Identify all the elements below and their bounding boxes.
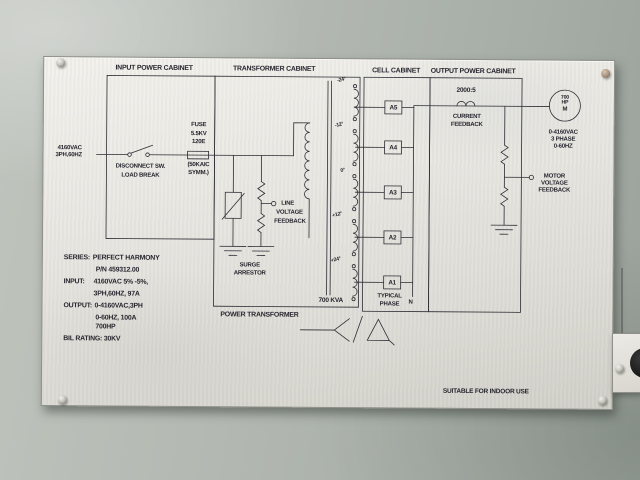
bil-rating: BIL RATING: 30KV [63, 335, 121, 343]
motor-m-glyph: M [562, 106, 568, 113]
line-fb-3: FEEDBACK [274, 218, 306, 225]
input-cabinet-box [105, 75, 216, 240]
typical-label: TYPICAL [377, 293, 402, 300]
series-value: PERFECT HARMONY [92, 254, 160, 262]
disconnect-label: DISCONNECT SW. [115, 163, 166, 170]
output-line-and-ct [413, 101, 550, 107]
fuse-rating-label: 120E [192, 139, 206, 146]
current-fb-1: CURRENT [452, 113, 481, 121]
fuse-label: FUSE [191, 122, 207, 129]
incoming-voltage-label: 4160VAC [57, 144, 82, 151]
ct-symbol [456, 101, 476, 107]
cell-a3-label: A3 [388, 188, 397, 196]
screw-head [57, 394, 67, 404]
output-cabinet-box [428, 77, 523, 313]
output-value: 0-4160VAC,3PH [94, 302, 143, 310]
line-fb-1: LINE [281, 200, 295, 207]
surge-label: SURGE [239, 262, 260, 269]
motor-fb-2: VOLTAGE [540, 179, 568, 187]
power-transformer-label: POWER TRANSFORMER [220, 311, 299, 319]
cell-a2-label: A2 [388, 233, 397, 241]
series-label: SERIES: [63, 254, 91, 262]
output-line2: 0-60HZ, 100A [95, 313, 137, 322]
fuse-symbol [187, 150, 209, 160]
input-cabinet-label: INPUT POWER CABINET [115, 64, 193, 73]
input-label: INPUT: [63, 278, 85, 286]
arrestor-label: ARRESTOR [233, 270, 266, 277]
ct-ratio-label: 2000:5 [456, 86, 476, 94]
disconnect-switch-symbol [96, 144, 294, 157]
motor-fb-3: FEEDBACK [538, 186, 571, 194]
motor-phase: 3 PHASE [550, 136, 576, 143]
fuse-symm-label: SYMM.) [188, 170, 209, 177]
cell-a1-label: A1 [388, 278, 397, 286]
surge-arrestor-symbol [219, 154, 247, 256]
wall-seam [621, 268, 623, 334]
motor-fb-1: MOTOR [543, 173, 566, 180]
side-label-plate [612, 333, 640, 393]
motor-voltage-range: 0-4160VAC [548, 129, 578, 136]
primary-winding [293, 122, 311, 239]
cell-a5-label: A5 [389, 103, 398, 111]
fuse-kv-label: 5.5KV [190, 130, 207, 137]
current-fb-2: FEEDBACK [450, 121, 483, 128]
diagram-placard: INPUT POWER CABINET TRANSFORMER CABINET … [40, 56, 616, 410]
screw-head [614, 363, 624, 373]
secondary-windings [351, 84, 386, 302]
screw-head [600, 68, 610, 78]
indoor-use-label: SUITABLE FOR INDOOR USE [442, 387, 529, 396]
cell-output-bus [400, 105, 415, 297]
phase-label: PHASE [379, 300, 400, 307]
kva-label: 700 KVA [318, 296, 344, 305]
wye-delta-symbol [299, 315, 395, 346]
screw-head [55, 57, 65, 67]
input-value: 4160VAC 5% -5%, [93, 278, 149, 286]
line-fb-2: VOLTAGE [276, 209, 303, 216]
cabinet-boxes [105, 75, 523, 313]
transformer-core [326, 80, 332, 296]
cell-cabinet-label: CELL CABINET [372, 66, 421, 75]
output-cabinet-label: OUTPUT POWER CABINET [430, 67, 516, 75]
incoming-phase-label: 3PH,60HZ [55, 151, 82, 158]
neutral-label: N [408, 299, 413, 306]
black-knob [630, 348, 640, 378]
load-break-label: LOAD BREAK [121, 172, 160, 179]
output-line3: 700HP [95, 323, 116, 331]
motor-hp-unit: HP [561, 99, 569, 106]
transformer-cabinet-label: TRANSFORMER CABINET [232, 65, 316, 73]
motor-hz: 0-60HZ [553, 143, 573, 150]
part-number: P/N 459312.00 [95, 265, 140, 274]
screw-head [597, 395, 607, 405]
motor-symbol [548, 89, 581, 122]
line-voltage-divider [247, 155, 277, 256]
phase-shift-label: 0° [339, 167, 346, 175]
motor-voltage-divider [490, 105, 534, 235]
fuse-kaic-label: (50KAIC [187, 161, 210, 168]
schematic-linework [96, 75, 581, 346]
cell-a4-label: A4 [389, 143, 397, 151]
output-label: OUTPUT: [63, 302, 92, 310]
input-line2: 3PH,60HZ, 97A [93, 290, 140, 298]
